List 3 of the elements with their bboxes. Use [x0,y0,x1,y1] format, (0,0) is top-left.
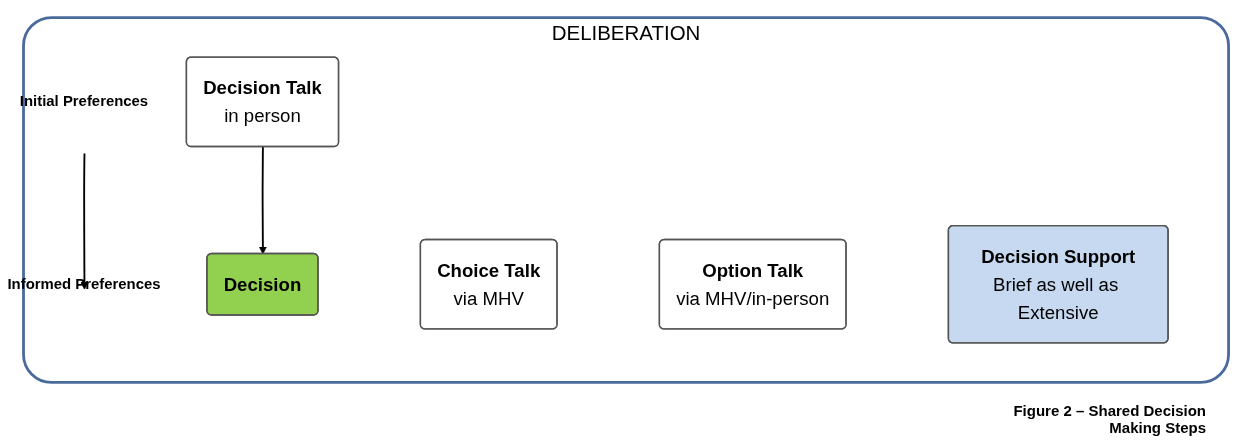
arrow [258,146,267,255]
figure-caption: Figure 2 – Shared Decision Making Steps [1012,402,1206,436]
arrow [80,152,89,290]
